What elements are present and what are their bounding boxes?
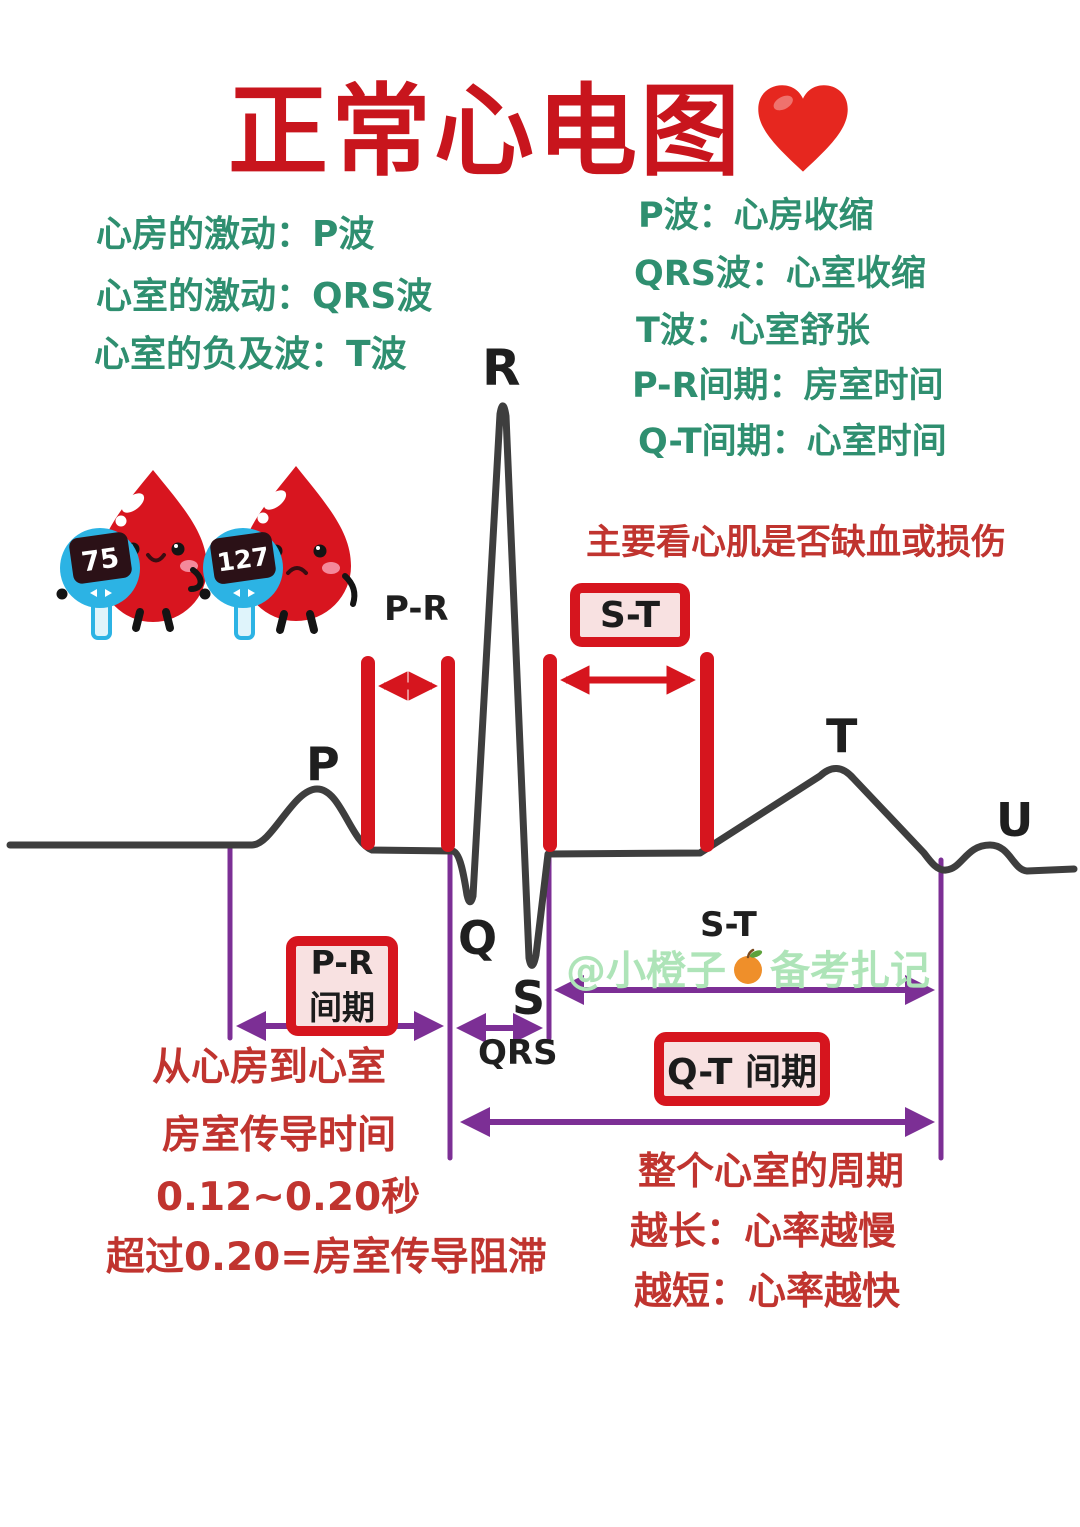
- left-note-qrs-wave: 心室的激动：QRS波: [96, 276, 433, 317]
- st-segment-bar-right: [700, 652, 714, 852]
- left-note-t-wave: 心室的负及波：T波: [94, 334, 407, 375]
- qt-note-line2: 越长：心率越慢: [630, 1209, 897, 1253]
- happy-mouth: [146, 553, 166, 563]
- segment-marker-arrows: [378, 665, 696, 701]
- watermark: @小橙子 备考扎记: [566, 948, 930, 994]
- meter-reading-75: 75: [80, 543, 122, 579]
- st-box: S-T: [570, 583, 690, 647]
- st-segment-bar-left: [543, 654, 557, 852]
- glucose-meter-127: 127: [199, 528, 283, 640]
- page-title: 正常心电图: [228, 73, 743, 190]
- pr-note-line4: 超过0.20=房室传导阻滞: [106, 1235, 547, 1280]
- interval-guide-lines: [227, 845, 944, 1161]
- pr-segment-bar-right: [441, 656, 455, 852]
- t-wave-label: T: [826, 709, 858, 763]
- qt-note-line1: 整个心室的周期: [638, 1149, 905, 1193]
- arm: [342, 573, 358, 607]
- meter-reading-127: 127: [215, 541, 271, 577]
- st-segment-label: S-T: [700, 905, 757, 945]
- right-note-qrs: QRS波：心室收缩: [634, 254, 926, 294]
- segment-marker-bars: [361, 652, 714, 852]
- blood-drop-happy: 75: [56, 470, 207, 640]
- right-note-qt: Q-T间期：心室时间: [638, 422, 947, 462]
- q-wave-label: Q: [458, 911, 498, 965]
- blood-drop-sad: 127: [199, 466, 358, 640]
- s-wave-label: S: [512, 971, 546, 1025]
- qt-interval-box: Q-T 间期: [654, 1032, 830, 1106]
- qt-note-line3: 越短：心率越快: [634, 1269, 901, 1313]
- pr-interval-box: P-R 间期: [286, 936, 398, 1036]
- orange-icon: [734, 948, 763, 984]
- right-note-t: T波：心室舒张: [636, 311, 870, 351]
- red-heart-icon: [758, 84, 848, 172]
- left-note-p-wave: 心房的激动：P波: [96, 214, 375, 255]
- pr-note-line1: 从心房到心室: [152, 1045, 387, 1090]
- ecg-waveform: [6, 402, 1078, 969]
- qrs-complex-label: QRS: [478, 1033, 558, 1073]
- myocardium-note: 主要看心肌是否缺血或损伤: [586, 523, 1007, 563]
- pr-note-line2: 房室传导时间: [162, 1113, 397, 1158]
- r-wave-label: R: [482, 339, 521, 397]
- arm: [188, 567, 204, 592]
- sad-mouth: [286, 566, 308, 575]
- title-section: 正常心电图: [228, 50, 855, 195]
- right-note-p: P波：心房收缩: [638, 196, 874, 236]
- glucose-meter-75: 75: [56, 528, 140, 640]
- pr-segment-bar-left: [361, 656, 375, 850]
- p-wave-label: P: [306, 737, 340, 791]
- right-note-pr: P-R间期：房室时间: [632, 366, 944, 406]
- pr-segment-label: P-R: [384, 589, 449, 629]
- pr-note-line3: 0.12~0.20秒: [156, 1175, 421, 1220]
- u-wave-label: U: [996, 793, 1034, 847]
